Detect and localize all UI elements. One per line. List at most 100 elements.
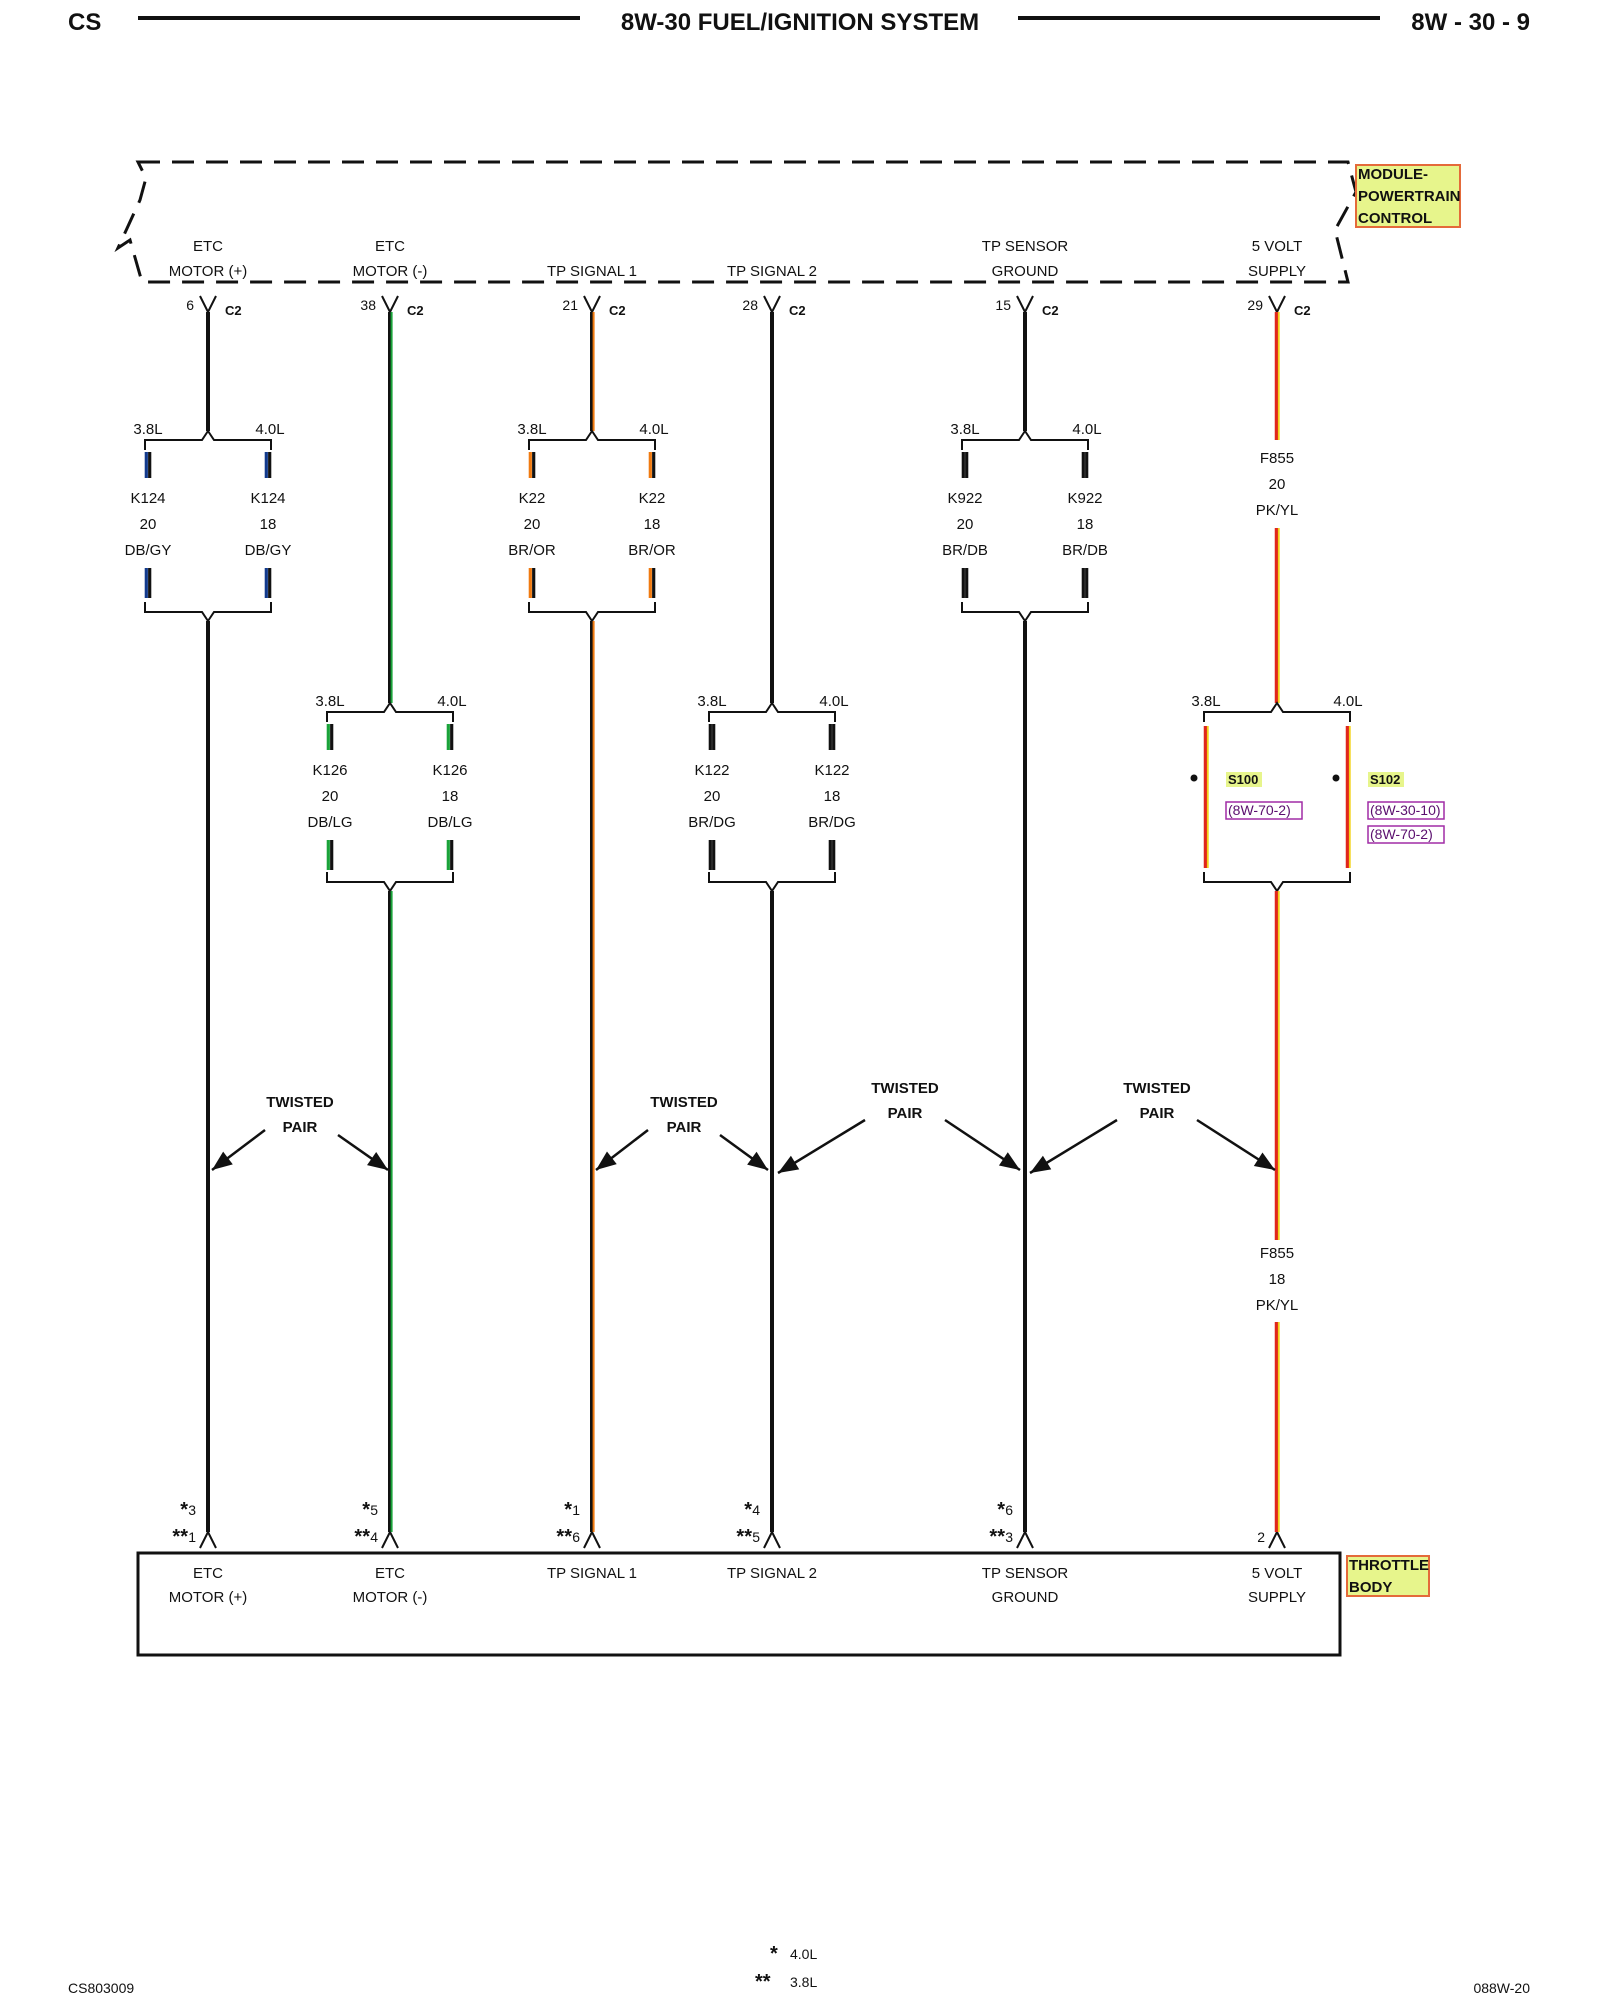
- circuit-2-wire-4-0l-gauge: 18: [442, 788, 459, 805]
- throttle-body-label-line2: BODY: [1349, 1579, 1392, 1596]
- circuit-2-wire-4-0l-engine: 4.0L: [437, 693, 466, 710]
- circuit-1-pcm-label-1: ETC: [193, 238, 223, 255]
- circuit-3-wire-4-0l-color: BR/OR: [628, 542, 676, 559]
- legend-text-4-0l: 4.0L: [790, 1946, 817, 1962]
- circuit-4-body-pin-3-8l: 5: [752, 1529, 760, 1545]
- circuit-5-split-bracket: [961, 429, 1089, 450]
- circuit-5-body-pin-connector: [1016, 1529, 1034, 1549]
- circuit-6-splice-s102-ref-box-1: [1367, 801, 1445, 820]
- circuit-3-body-label: TP SIGNAL 1: [547, 1565, 637, 1582]
- twisted-pair-2-label-1: TWISTED: [650, 1094, 718, 1111]
- twisted-pair-3-label-1: TWISTED: [871, 1080, 939, 1097]
- circuit-3-wire-3-8l-color: BR/OR: [508, 542, 556, 559]
- circuit-5-wire-4-0l-gauge: 18: [1077, 516, 1094, 533]
- circuit-6-body-label-1: 5 VOLT: [1252, 1565, 1303, 1582]
- circuit-6-splice-s100-id: S100: [1228, 772, 1258, 787]
- circuit-1-pcm-pin-connector: [199, 295, 217, 315]
- footer-ref-id: 088W-20: [1473, 1980, 1530, 1996]
- pcm-module: MODULE- POWERTRAIN CONTROL: [114, 160, 1461, 284]
- circuit-4-wire-3-8l-gauge: 20: [704, 788, 721, 805]
- circuit-6-splice-s100-ref-1: (8W-70-2): [1228, 802, 1291, 818]
- legend-text-3-8l: 3.8L: [790, 1974, 817, 1990]
- circuit-3-wire-3-8l-code: K22: [519, 490, 546, 507]
- circuit-3-wire-3-8l-gauge: 20: [524, 516, 541, 533]
- circuit-1-body-pin-3-8l-marker: **: [172, 1526, 188, 1548]
- circuit-5-body-pin-4-0l: 6: [1005, 1502, 1013, 1518]
- circuit-5-body-pin-4-0l-marker: *: [997, 1499, 1005, 1521]
- circuit-6-splice-s102-id: S102: [1370, 772, 1400, 787]
- circuit-1-wire-3-8l-color: DB/GY: [125, 542, 172, 559]
- circuit-2-pcm-connector-id: C2: [407, 303, 424, 318]
- pcm-label-line1: MODULE-: [1358, 166, 1428, 183]
- twisted-pair-1-arrow-1-head: [212, 1151, 233, 1170]
- circuit-4-join-bracket: [708, 872, 836, 893]
- circuit-1-wire-4-0l-engine: 4.0L: [255, 421, 284, 438]
- circuit-2-body-pin-4-0l: 5: [370, 1502, 378, 1518]
- circuit-3-wire-4-0l-gauge: 18: [644, 516, 661, 533]
- circuit-4-wire-4-0l-gauge: 18: [824, 788, 841, 805]
- pcm-label-highlight: [1355, 164, 1461, 228]
- circuit-1-wire-4-0l-gauge: 18: [260, 516, 277, 533]
- circuit-6-lower-color: PK/YL: [1256, 1297, 1299, 1314]
- circuit-2-pcm-pin: 38: [360, 297, 376, 313]
- circuit-3-split-bracket: [528, 429, 656, 450]
- circuit-6-lower-code: F855: [1260, 1245, 1294, 1262]
- circuit-1-wire-3-8l-engine: 3.8L: [133, 421, 162, 438]
- twisted-pair-3-arrow-2-head: [998, 1152, 1020, 1170]
- circuit-5-wire-3-8l-color: BR/DB: [942, 542, 988, 559]
- page-title: 8W-30 FUEL/IGNITION SYSTEM: [621, 9, 979, 36]
- circuit-5-wire-3-8l-gauge: 20: [957, 516, 974, 533]
- circuit-5-wire-4-0l-engine: 4.0L: [1072, 421, 1101, 438]
- circuit-4-pcm-label: TP SIGNAL 2: [727, 263, 817, 280]
- circuit-5-wire-3-8l-engine: 3.8L: [950, 421, 979, 438]
- twisted-pair-3-label-2: PAIR: [888, 1105, 923, 1122]
- circuit-3-pcm-connector-id: C2: [609, 303, 626, 318]
- circuit-6-splice-s100-highlight: [1226, 772, 1262, 787]
- circuit-2-wire-3-8l-code: K126: [312, 762, 347, 779]
- circuit-6-splice-s102-highlight: [1368, 772, 1404, 787]
- circuit-1-split-bracket: [144, 429, 272, 450]
- circuit-2-body-pin-3-8l-marker: **: [354, 1526, 370, 1548]
- twisted-pair-4-arrow-2-head: [1253, 1152, 1275, 1170]
- circuit-2-body-pin-4-0l-marker: *: [362, 1499, 370, 1521]
- page-footer: CS803009 088W-20: [68, 1980, 1530, 1996]
- circuit-4-wire-3-8l-code: K122: [694, 762, 729, 779]
- throttle-body-outline: [136, 1551, 1342, 1657]
- page-number: 8W - 30 - 9: [1411, 9, 1530, 36]
- circuit-4-split-bracket: [708, 701, 836, 722]
- twisted-pair-2-arrow-2-head: [747, 1151, 768, 1170]
- circuit-6-body-pin-connector: [1268, 1529, 1286, 1549]
- circuit-1-pcm-pin: 6: [186, 297, 194, 313]
- circuit-1-body-label-2: MOTOR (+): [169, 1589, 247, 1606]
- circuit-1-body-pin-connector: [199, 1529, 217, 1549]
- circuit-4-wire-3-8l-engine: 3.8L: [697, 693, 726, 710]
- circuit-6-splice-s100-engine: 3.8L: [1191, 693, 1220, 710]
- circuit-1-pcm-connector-id: C2: [225, 303, 242, 318]
- circuit-3-body-pin-connector: [583, 1529, 601, 1549]
- circuit-5-wire-4-0l-color: BR/DB: [1062, 542, 1108, 559]
- throttle-body: THROTTLE BODY: [136, 1551, 1430, 1657]
- circuit-3-body-pin-3-8l: 6: [572, 1529, 580, 1545]
- circuit-1-body-pin-4-0l-marker: *: [180, 1499, 188, 1521]
- circuit-6-lower-gauge: 18: [1269, 1271, 1286, 1288]
- circuit-1-wire-3-8l-code: K124: [130, 490, 165, 507]
- circuit-2-wire-3-8l-color: DB/LG: [307, 814, 352, 831]
- circuit-1-wire-4-0l-code: K124: [250, 490, 285, 507]
- twisted-pair-2-label-2: PAIR: [667, 1119, 702, 1136]
- circuit-4-body-pin-connector: [763, 1529, 781, 1549]
- twisted-pair-4-label-2: PAIR: [1140, 1105, 1175, 1122]
- circuit-2-body-pin-3-8l: 4: [370, 1529, 378, 1545]
- circuit-6-splice-s102-ref-box-2: [1367, 825, 1445, 844]
- circuit-2-wire-4-0l-code: K126: [432, 762, 467, 779]
- circuit-6-splice-s100-dot: [1190, 774, 1198, 782]
- circuit-3-join-bracket: [528, 602, 656, 623]
- twisted-pair-1-label-2: PAIR: [283, 1119, 318, 1136]
- circuit-5-pcm-pin-connector: [1016, 295, 1034, 315]
- circuit-2-wire-3-8l-gauge: 20: [322, 788, 339, 805]
- circuit-4-body-pin-3-8l-marker: **: [736, 1526, 752, 1548]
- throttle-body-label-highlight: [1346, 1555, 1430, 1597]
- circuit-6-pcm-pin-connector: [1268, 295, 1286, 315]
- circuit-4-body-pin-4-0l-marker: *: [744, 1499, 752, 1521]
- circuit-6-upper-gauge: 20: [1269, 476, 1286, 493]
- circuit-4-pcm-pin: 28: [742, 297, 758, 313]
